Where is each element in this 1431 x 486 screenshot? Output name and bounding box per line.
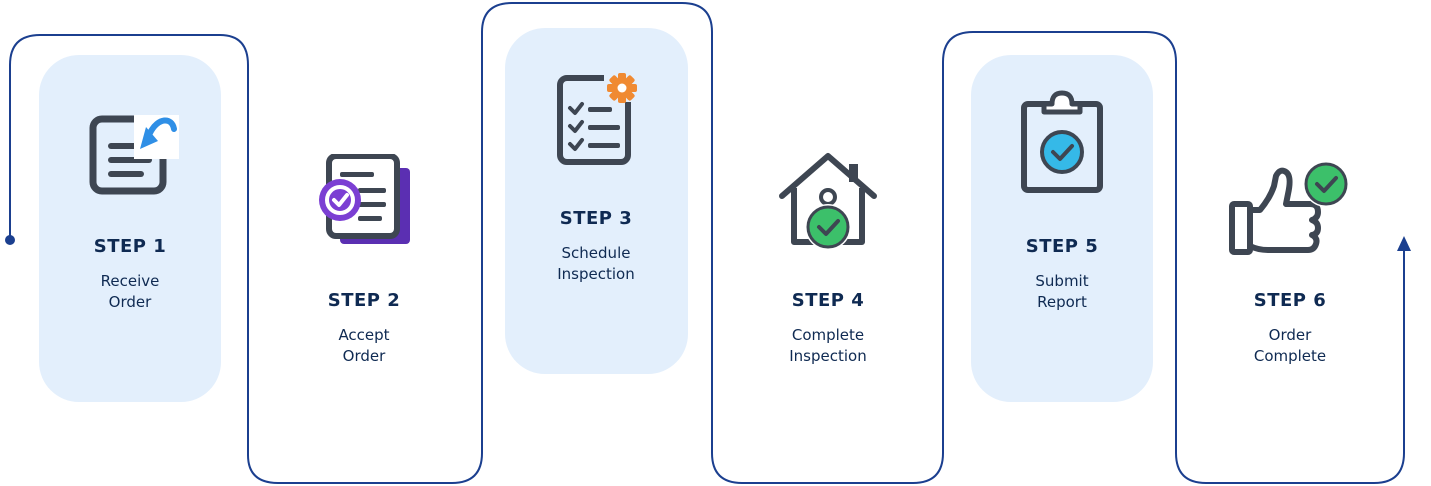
step-3: STEP 3 Schedule Inspection: [496, 208, 696, 285]
step-3-label-line2: Inspection: [557, 265, 635, 283]
step-5-label-line1: Submit: [1035, 272, 1089, 290]
step-3-title: STEP 3: [559, 208, 633, 229]
step-3-label: Schedule Inspection: [496, 243, 696, 285]
step-1-label-line1: Receive: [100, 272, 160, 290]
step-1-label: Receive Order: [30, 271, 230, 313]
step-4-label-line1: Complete: [791, 326, 865, 344]
accepted-documents-icon: [319, 154, 410, 244]
clipboard-check-icon: [1021, 90, 1103, 193]
step-1-label-line2: Order: [108, 293, 152, 311]
flow-path: [9, 2, 1405, 484]
step-4: STEP 4 Complete Inspection: [728, 290, 928, 367]
step-3-label-line1: Schedule: [561, 244, 631, 262]
checklist-settings-icon: [557, 72, 640, 165]
step-4-label: Complete Inspection: [728, 325, 928, 367]
flow-end-arrow-icon: [1397, 236, 1411, 251]
step-3-card: [505, 28, 688, 374]
step-4-label-line2: Inspection: [789, 347, 867, 365]
step-2-label-line2: Order: [342, 347, 386, 365]
step-2: STEP 2 Accept Order: [264, 290, 464, 367]
step-4-title: STEP 4: [791, 290, 865, 311]
step-1: STEP 1 Receive Order: [30, 236, 230, 313]
flow-start-dot: [5, 235, 15, 245]
step-6-title: STEP 6: [1253, 290, 1327, 311]
house-check-icon: [779, 153, 877, 250]
step-5-label-line2: Report: [1037, 293, 1087, 311]
step-2-title: STEP 2: [327, 290, 401, 311]
step-5-title: STEP 5: [1025, 236, 1099, 257]
step-5: STEP 5 Submit Report: [962, 236, 1162, 313]
step-5-label: Submit Report: [962, 271, 1162, 313]
step-1-card: [39, 55, 221, 402]
step-1-title: STEP 1: [93, 236, 167, 257]
step-6-label: Order Complete: [1190, 325, 1390, 367]
thumbs-up-check-icon: [1229, 161, 1349, 255]
step-6-label-line1: Order: [1268, 326, 1312, 344]
receive-document-icon: [89, 115, 179, 195]
step-6: STEP 6 Order Complete: [1190, 290, 1390, 367]
step-6-label-line2: Complete: [1253, 347, 1327, 365]
step-2-label: Accept Order: [264, 325, 464, 367]
step-2-label-line1: Accept: [338, 326, 390, 344]
